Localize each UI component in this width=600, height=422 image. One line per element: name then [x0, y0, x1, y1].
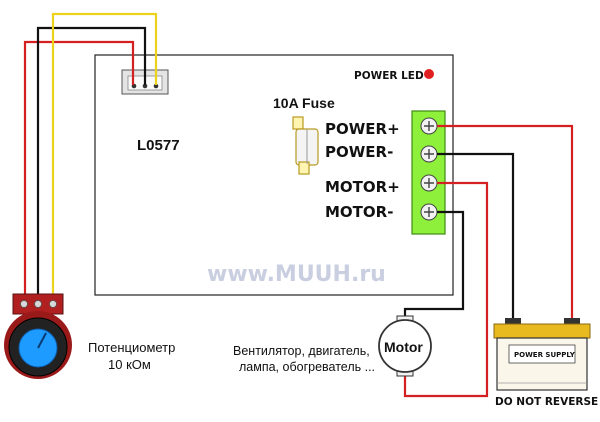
power-led-icon: [424, 69, 434, 79]
pot-label-line1: Потенциометр: [88, 340, 175, 355]
terminal-label-motor-minus: MOTOR-: [325, 203, 393, 221]
motor-caption-line2: лампа, обогреватель ...: [239, 360, 375, 374]
motor-caption-line1: Вентилятор, двигатель,: [233, 344, 370, 358]
terminal-label-power-minus: POWER-: [325, 143, 393, 161]
power-supply-label: POWER SUPPLY: [514, 351, 576, 359]
pot-wires: [23, 12, 158, 298]
board-model-label: L0577: [137, 137, 180, 154]
motor-label: Motor: [384, 339, 423, 355]
motor-icon: [378, 315, 432, 377]
watermark: www.MUUH.ru: [207, 262, 386, 287]
pot-label-line2: 10 кОм: [108, 357, 151, 372]
power-wires: [437, 124, 574, 318]
power-supply-icon: [493, 318, 591, 391]
controller-board: [94, 54, 454, 296]
terminal-label-power-plus: POWER+: [325, 120, 400, 138]
polarity-warning: DO NOT REVERSE: [495, 396, 598, 408]
terminal-label-motor-plus: MOTOR+: [325, 178, 400, 196]
fuse-icon: [292, 116, 319, 175]
fuse-label: 10A Fuse: [273, 95, 335, 111]
potentiometer-icon: [4, 293, 72, 379]
terminal-screws: [420, 117, 438, 221]
power-led-label: POWER LED: [354, 70, 424, 82]
motor-wires: [403, 181, 489, 398]
